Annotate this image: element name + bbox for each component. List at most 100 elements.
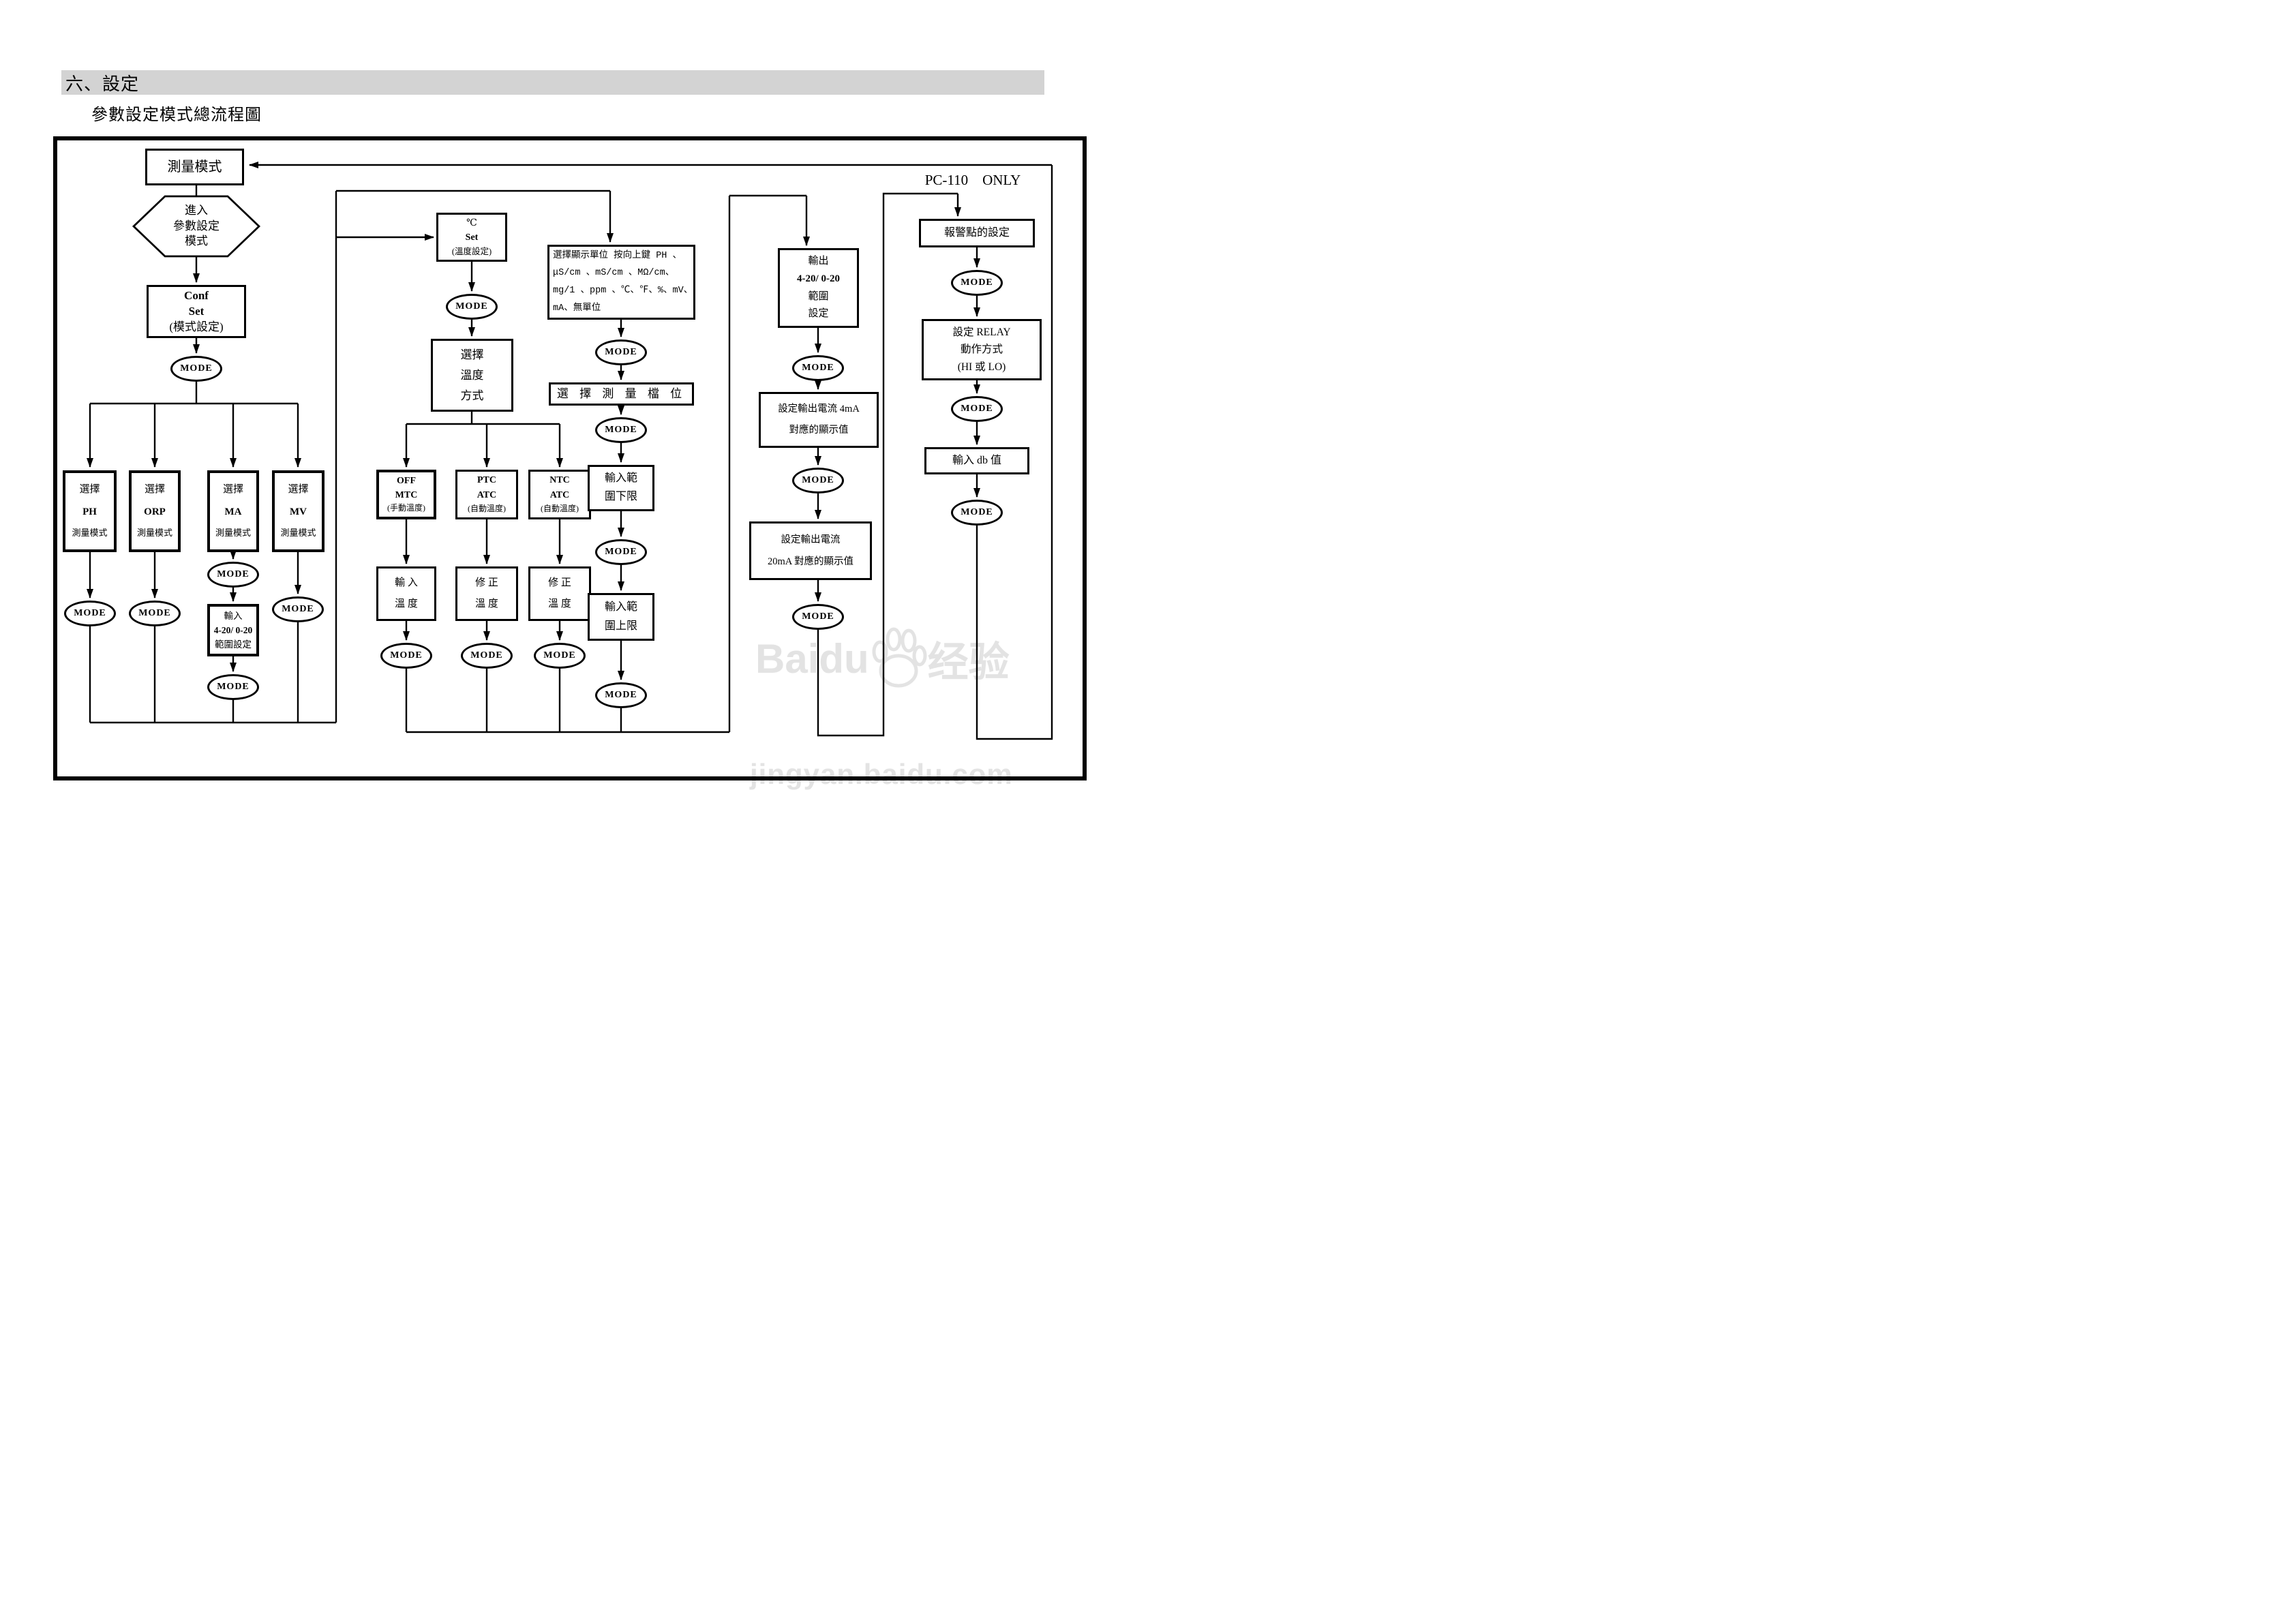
node-label: (自動溫度): [541, 503, 579, 513]
mode-button-relay: MODE: [951, 396, 1003, 422]
node-label: 修 正: [475, 577, 498, 589]
mode-label: MODE: [282, 604, 314, 614]
baidu-watermark: Baidu 经验: [755, 626, 1010, 691]
mode-label: MODE: [605, 690, 637, 700]
node-measure-mode: 測量模式: [145, 149, 244, 185]
mode-label: MODE: [180, 363, 213, 374]
node-label: 選擇: [222, 483, 243, 495]
node-label: 對應的顯示值: [789, 425, 849, 436]
mode-button-conf: MODE: [170, 356, 222, 382]
node-label: 輸 入: [395, 577, 418, 589]
mode-label: MODE: [470, 650, 503, 661]
node-alarm-point-setting: 報警點的設定: [919, 219, 1035, 247]
node-label: 選 擇 測 量 檔 位: [556, 387, 686, 401]
node-label: ℃: [466, 217, 477, 228]
node-label: 設定: [808, 308, 829, 320]
mode-label: MODE: [455, 301, 488, 312]
node-label: 測量模式: [280, 528, 316, 539]
diagram-border: [53, 136, 1087, 780]
node-label: 模式: [185, 234, 208, 248]
mode-button-range-sel: MODE: [595, 417, 647, 443]
node-select-temp-method: 選擇 溫度 方式: [431, 339, 513, 412]
node-select-measure-range: 選 擇 測 量 檔 位: [549, 382, 694, 406]
mode-label: MODE: [217, 569, 250, 579]
mode-label: MODE: [74, 608, 106, 618]
node-label: 輸入範: [604, 601, 637, 613]
node-label: 輸入: [224, 610, 243, 621]
mode-label: MODE: [802, 611, 834, 622]
mode-button-input-temp: MODE: [380, 643, 432, 669]
node-label: (HI 或 LO): [957, 361, 1006, 373]
mode-button-range-low: MODE: [595, 539, 647, 565]
node-label: 選擇: [460, 348, 484, 361]
node-label: 選擇顯示單位 按向上鍵 PH 、: [553, 250, 682, 261]
node-input-range-lower: 輸入範 圍下限: [588, 465, 654, 511]
mode-button-fix-temp-2: MODE: [534, 643, 586, 669]
node-label: PH: [82, 506, 97, 517]
node-label: 設定 RELAY: [952, 326, 1011, 338]
node-label: 範圍: [808, 290, 829, 302]
node-label: 輸入 db 值: [952, 454, 1001, 466]
node-select-orp: 選擇 ORP 測量模式: [129, 470, 181, 552]
mode-label: MODE: [802, 363, 834, 373]
node-label: 溫 度: [475, 598, 498, 609]
node-label: MA: [224, 506, 242, 517]
mode-button-range-high: MODE: [595, 682, 647, 708]
node-label: ORP: [144, 506, 166, 517]
pc110-only-label: PC-110 ONLY: [924, 172, 1021, 188]
node-label: mg/1 、ppm 、℃、℉、%、mV、: [553, 286, 693, 296]
node-ptc-atc: PTC ATC (自動溫度): [455, 470, 518, 519]
mode-button-20ma: MODE: [792, 604, 844, 630]
node-label: 選擇: [144, 483, 165, 495]
node-input-range-upper: 輸入範 圍上限: [588, 593, 654, 641]
node-label: 參數設定: [173, 219, 220, 232]
node-label: 報警點的設定: [943, 226, 1010, 239]
node-label: 修 正: [548, 577, 571, 589]
mode-button-fix-temp-1: MODE: [461, 643, 513, 669]
watermark-url: jingyan.baidu.com: [750, 758, 1013, 790]
node-select-ma: 選擇 MA 測量模式: [207, 470, 259, 552]
node-label: 溫 度: [395, 598, 418, 609]
node-label: 4-20/ 0-20: [797, 273, 840, 285]
node-label: 進入: [185, 203, 208, 217]
node-label: (模式設定): [169, 320, 224, 334]
mode-label: MODE: [605, 425, 637, 435]
node-select-display-unit: 選擇顯示單位 按向上鍵 PH 、 μS/cm 、mS/cm 、MΩ/cm、 mg…: [547, 245, 695, 320]
node-label: MTC: [395, 489, 418, 500]
node-correct-temperature-2: 修 正 溫 度: [528, 566, 591, 621]
mode-button-db: MODE: [951, 500, 1003, 526]
node-label: MV: [290, 506, 307, 517]
mode-label: MODE: [390, 650, 423, 661]
node-input-temperature: 輸 入 溫 度: [376, 566, 436, 621]
node-label: Set: [188, 305, 205, 318]
node-label: ATC: [549, 489, 570, 500]
node-input-420-range: 輸入 4-20/ 0-20 範圍設定: [207, 604, 259, 656]
watermark-brand-text: Baidu: [755, 635, 869, 682]
node-label: μS/cm 、mS/cm 、MΩ/cm、: [553, 268, 675, 279]
node-label: 範圍設定: [215, 639, 252, 650]
mode-button-4ma: MODE: [792, 468, 844, 494]
mode-label: MODE: [802, 475, 834, 485]
mode-label: MODE: [961, 507, 993, 517]
mode-button-ma: MODE: [207, 562, 259, 588]
node-label: 溫 度: [548, 598, 571, 609]
node-label: 設定輸出電流: [781, 534, 841, 545]
node-label: 20mA 對應的顯示值: [767, 556, 854, 567]
node-off-mtc: OFF MTC (手動溫度): [376, 470, 436, 519]
node-label: 動作方式: [960, 344, 1003, 356]
node-label: 輸出: [808, 256, 829, 267]
node-ntc-atc: NTC ATC (自動溫度): [528, 470, 591, 519]
node-correct-temperature-1: 修 正 溫 度: [455, 566, 518, 621]
node-label: 圍下限: [604, 491, 637, 503]
node-input-db-value: 輸入 db 值: [924, 447, 1029, 474]
node-label: 測量模式: [215, 528, 251, 539]
node-output-420-range: 輸出 4-20/ 0-20 範圍 設定: [778, 248, 859, 328]
node-label: (自動溫度): [468, 503, 506, 513]
node-label: 測量模式: [136, 528, 172, 539]
node-label: 方式: [460, 389, 484, 402]
node-label: (手動溫度): [387, 503, 425, 513]
node-label: 溫度: [460, 368, 484, 382]
enter-hexagon-shape: [132, 195, 261, 258]
mode-label: MODE: [543, 650, 576, 661]
mode-label: MODE: [961, 404, 993, 414]
